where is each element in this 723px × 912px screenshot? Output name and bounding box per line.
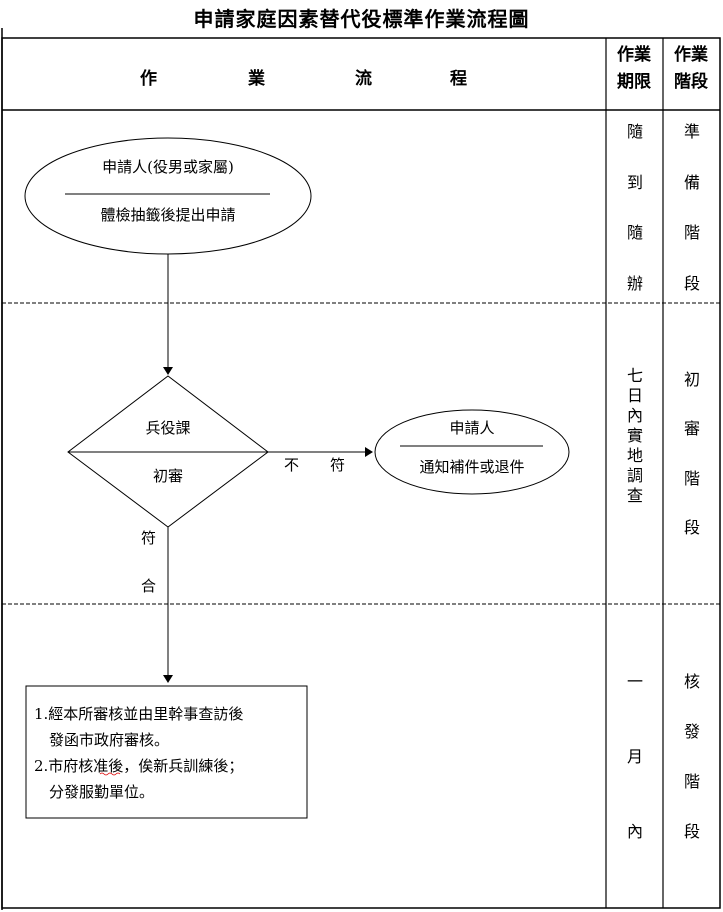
header-flow: 作 [140,69,157,89]
vertical-char: 階 [683,468,700,488]
vertical-char: 地 [626,446,643,465]
header-flow: 流 [355,69,372,89]
table-border [1,37,721,909]
final-step-2-cont: 分發服勤單位。 [34,783,155,801]
vertical-char: 內 [626,406,643,425]
header-flow: 程 [450,69,467,89]
vertical-char: 隨 [626,223,643,243]
row3-stage: 核發階段 [681,672,703,842]
final-step-1-cont: 發函市政府審核。 [34,731,170,749]
vertical-char: 段 [683,822,700,841]
final-step-2: 2.市府核准後，俟新兵訓練後； [34,757,244,775]
vertical-char: 月 [626,747,643,766]
vertical-char: 到 [626,172,643,192]
header-flow: 業 [248,69,265,89]
start-applicant: 申請人(役男或家屬) [102,158,234,176]
row2-stage: 初審階段 [681,370,703,538]
vertical-char: 審 [683,419,700,439]
row1-deadline: 隨到隨辦 [624,122,646,294]
vertical-char: 備 [683,172,700,192]
start-ellipse [24,137,312,255]
header-deadline: 作業 [617,45,651,65]
row3-deadline: 一月內 [624,672,646,842]
accept-label: 符 [141,529,157,547]
vertical-char: 核 [683,672,700,691]
vertical-char: 辦 [626,273,643,293]
decision-step: 初審 [152,467,184,485]
start-action: 體檢抽籤後提出申請 [100,206,236,224]
header-stage: 作業 [674,45,708,65]
decision-unit: 兵役課 [145,419,191,437]
header-deadline: 期限 [617,72,651,92]
vertical-char: 段 [683,273,700,293]
vertical-char: 準 [683,122,700,141]
vertical-char: 初 [683,370,700,389]
vertical-char: 隨 [626,122,643,141]
header-stage: 階段 [674,72,708,92]
row1-stage: 準備階段 [681,122,703,294]
vertical-char: 內 [626,822,643,841]
reject-ellipse [374,409,570,495]
vertical-char: 段 [683,517,700,537]
reject-applicant: 申請人 [449,419,495,437]
reject-action: 通知補件或退件 [419,458,525,476]
vertical-char: 查 [626,486,643,505]
vertical-char: 實 [626,426,643,445]
vertical-char: 階 [683,772,700,791]
row2-deadline: 七日內實地調查 [624,366,646,536]
reject-label: 符 [330,456,346,474]
reject-label: 不 [284,456,300,474]
vertical-char: 調 [626,466,643,485]
vertical-char: 發 [683,722,700,741]
spellcheck-underline [99,772,121,776]
vertical-char: 七 [626,366,643,385]
vertical-char: 階 [683,223,700,243]
vertical-char: 一 [626,672,643,691]
vertical-char: 日 [626,386,643,405]
page-title: 申請家庭因素替代役標準作業流程圖 [193,7,530,31]
accept-label: 合 [141,577,157,595]
final-step-1: 1.經本所審核並由里幹事查訪後 [34,705,244,723]
final-box [25,685,308,819]
